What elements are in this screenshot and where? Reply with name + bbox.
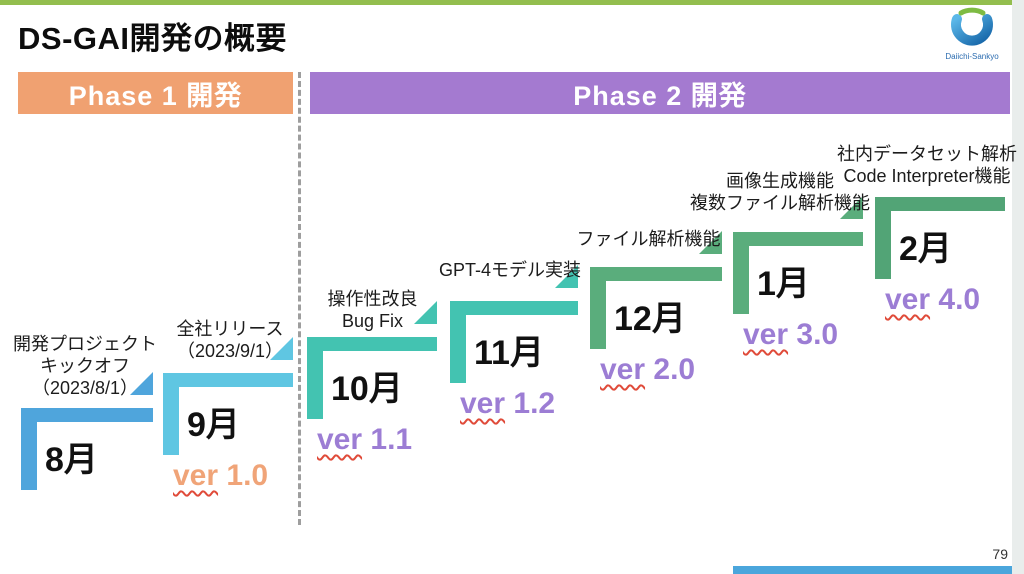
step-vertical-bar [450, 301, 466, 383]
month-label: 11月 [474, 334, 544, 372]
step-vertical-bar [590, 267, 606, 349]
step-vertical-bar [875, 197, 891, 279]
annotation-line: （2023/8/1） [31, 378, 139, 398]
step-vertical-bar [733, 232, 749, 314]
phase-2-label: Phase 2 開発 [573, 80, 747, 111]
step-horizontal-bar [733, 232, 863, 246]
step-horizontal-bar [307, 337, 437, 351]
month-label: 8月 [45, 441, 98, 479]
version-word: ver [885, 283, 931, 316]
right-edge-strip [1012, 0, 1024, 574]
phase-1-header: Phase 1 開発 [18, 72, 293, 114]
annotation-line: （2023/9/1） [176, 341, 284, 361]
top-accent-bar [0, 0, 1012, 5]
version-label: ver 1.1 [317, 423, 413, 456]
step-vertical-bar [21, 408, 37, 490]
phase-divider-dashed-line [298, 72, 301, 525]
annotation-line: 開発プロジェクト [13, 334, 157, 354]
version-word: ver [600, 353, 646, 386]
version-word: ver [317, 423, 363, 456]
step-horizontal-bar [590, 267, 722, 281]
month-label: 12月 [614, 300, 686, 338]
annotation-line: 複数ファイル解析機能 [690, 193, 870, 213]
company-logo: Daiichi-Sankyo [934, 5, 1010, 68]
annotation-line: ファイル解析機能 [576, 229, 721, 249]
version-word: ver [460, 387, 506, 420]
month-label: 2月 [899, 230, 952, 268]
annotation-line: 全社リリース [176, 319, 284, 339]
step-annotation: GPT-4モデル実装 [430, 259, 590, 281]
step-horizontal-bar [450, 301, 578, 315]
version-label: ver 2.0 [600, 353, 696, 386]
annotation-line: 社内データセット解析 [837, 144, 1017, 164]
annotation-line: 画像生成機能 [726, 171, 834, 191]
version-label: ver 1.0 [173, 459, 269, 492]
phase-1-label: Phase 1 開発 [68, 80, 243, 111]
logo-text: Daiichi-Sankyo [945, 52, 999, 61]
page-title: DS-GAI開発の概要 [18, 21, 287, 56]
step-annotation: 全社リリース（2023/9/1） [155, 318, 305, 362]
step-vertical-bar [163, 373, 179, 455]
step-horizontal-bar [163, 373, 293, 387]
page-number: 79 [992, 546, 1008, 562]
step-annotation: 開発プロジェクトキックオフ（2023/8/1） [10, 333, 160, 399]
step-horizontal-bar [21, 408, 153, 422]
month-label: 10月 [331, 370, 403, 408]
annotation-line: Code Interpreter機能 [843, 166, 1011, 186]
daiichi-sankyo-logo-icon: Daiichi-Sankyo [945, 7, 999, 61]
step-annotation: ファイル解析機能 [571, 228, 726, 250]
bottom-accent-bar [733, 566, 1012, 574]
step-vertical-bar [307, 337, 323, 419]
version-word: ver [743, 318, 789, 351]
phase-2-header: Phase 2 開発 [310, 72, 1010, 114]
version-label: ver 3.0 [743, 318, 839, 351]
annotation-line: 操作性改良 [327, 289, 418, 309]
annotation-line: キックオフ [40, 356, 130, 376]
version-word: ver [173, 459, 219, 492]
version-label: ver 4.0 [885, 283, 981, 316]
month-label: 9月 [187, 406, 240, 444]
month-label: 1月 [757, 265, 810, 303]
annotation-line: GPT-4モデル実装 [438, 260, 581, 280]
annotation-line: Bug Fix [341, 311, 404, 331]
step-horizontal-bar [875, 197, 1005, 211]
step-annotation: 画像生成機能複数ファイル解析機能 [690, 170, 870, 214]
version-label: ver 1.2 [460, 387, 556, 420]
